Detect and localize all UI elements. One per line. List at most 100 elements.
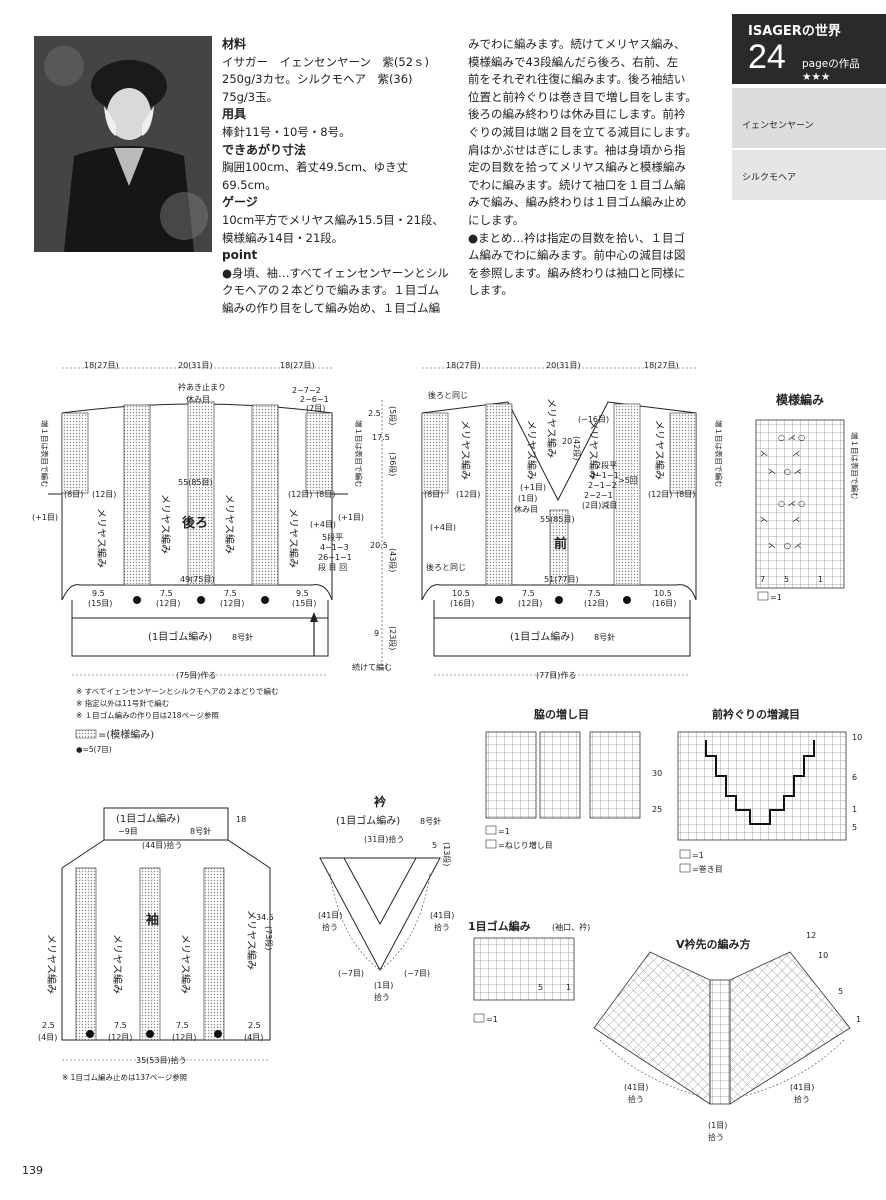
bottom-width: 2.5 [248, 1021, 261, 1030]
yarn-label: イェンセンヤーン [742, 121, 814, 131]
instruction-line: みでわに編みます。続けてメリヤス編み、 [468, 37, 686, 51]
width-label: 20(31目) [178, 361, 213, 370]
inc-rule: 4−1−3 [320, 543, 349, 552]
rib-label: (1目ゴム編み) [116, 812, 180, 825]
dec-label: (−7目) [338, 969, 364, 978]
edge-label: (12目) [456, 490, 480, 499]
rib-label: (1目ゴム編み) [148, 630, 212, 643]
point-line: クモヘアの２本どりで編みます。１目ゴム [222, 283, 440, 298]
edge-label: (8目) [676, 490, 695, 499]
piece-title: 袖 [146, 912, 159, 928]
instruction-line: 模様編みで43段編んだら後ろ、右前、左 [468, 54, 679, 69]
diagram-mark [75, 729, 97, 739]
heading-gauge: ゲージ [222, 195, 258, 210]
needle-label: 8号針 [190, 826, 211, 836]
row-marker: 12 [806, 931, 816, 940]
inc-rule: 段 目 回 [318, 562, 347, 572]
piece-title: 前 [554, 536, 567, 552]
pick-label: 35(53目)拾う [136, 1055, 187, 1065]
diagram-mark [495, 596, 503, 604]
pick-label: (41目) [624, 1083, 648, 1092]
diagram-mark: ⋋ ⋌ [760, 515, 800, 524]
diagram-mark [86, 1030, 94, 1038]
knit-label: メリヤス編み [179, 934, 192, 994]
piece-title: 後ろ [182, 515, 208, 531]
instruction-line: にします。 [468, 212, 525, 227]
gauge-line: 10cm平方でメリヤス編み15.5目・21段、 [222, 212, 444, 227]
dec-label: −9目 [118, 827, 138, 836]
instruction-line: みで編み、編み終わりは１目ゴム編み止め [468, 195, 687, 210]
pick-label: (31目)拾う [364, 834, 404, 844]
same-label: 後ろと同じ [426, 562, 466, 572]
diagram-mark [310, 612, 318, 622]
knit-label: メリヤス編み [223, 494, 236, 554]
tools-line: 棒針11号・10号・8号。 [222, 124, 351, 139]
bottom-stitches: (12目) [518, 599, 542, 608]
continue-label: 続けて編む [352, 662, 392, 672]
instruction-line: を参照します。編み終わりは袖口と同様に [468, 265, 686, 280]
width-label: 18(27目) [446, 361, 481, 370]
heading-material: 材料 [222, 37, 247, 51]
edge-label: (12目) [288, 490, 312, 499]
height-label: 9 [374, 629, 379, 638]
diagram-mark [485, 731, 537, 819]
chart-legend: =巻き目 [692, 864, 723, 874]
side-note: 端１目は表目で編む [714, 420, 724, 488]
cast-label: (75目)作る [176, 670, 216, 680]
instruction-line: 肩はかぶせはぎにします。袖は身頃から指 [468, 142, 686, 157]
diagram-mark [705, 740, 815, 825]
dec-label: (2目)減目 [582, 500, 617, 510]
chart-title: V衿先の編み方 [676, 937, 751, 951]
diagram-mark [555, 596, 563, 604]
needle-label: 8号針 [420, 816, 441, 826]
stitch-count: 51(77目) [544, 575, 579, 584]
model-photo [34, 36, 212, 252]
bottom-width: 7.5 [176, 1021, 189, 1030]
instruction-line: ●まとめ…衿は指定の目数を拾い、１目ゴ [468, 230, 686, 245]
diagram-mark [133, 596, 141, 604]
dec-label: 2−2−1 [584, 491, 613, 500]
bottom-stitches: (4目) [38, 1033, 57, 1042]
pick-label: (44目)拾う [142, 840, 182, 850]
diagram-mark [743, 1039, 845, 1097]
edge-label: (12目) [92, 490, 116, 499]
diagram-mark [139, 867, 161, 1041]
knit-label: メリヤス編み [45, 934, 58, 994]
width-label: 20(31目) [546, 361, 581, 370]
bottom-stitches: (12目) [156, 599, 180, 608]
needle-label: 8号針 [594, 632, 615, 642]
pick-label: (41目) [790, 1083, 814, 1092]
height-rows: (36段) [388, 452, 398, 476]
diagram-mark [755, 419, 845, 589]
diagram-mark [599, 1039, 701, 1097]
diagram-mark [187, 401, 215, 586]
height-label: 18 [236, 815, 246, 824]
front-diagram: 18(27目) 20(31目) 18(27目) (1目ゴム編み) 8号針 (77… [421, 361, 724, 680]
knit-label: メリヤス編み [587, 420, 600, 480]
diagram-mark [343, 857, 417, 926]
sleeve-diagram: (1目ゴム編み) −9目 (44目)拾う 8号針 18 袖 メリヤス編み メリヤ… [38, 807, 274, 1082]
needle-label: 8号針 [232, 632, 253, 642]
diagram-mark [589, 731, 641, 819]
diagram-mark [757, 591, 769, 601]
bottom-width: 7.5 [114, 1021, 127, 1030]
stitch-count: 55(85目) [178, 478, 213, 487]
side-note: 端１目は表目で編む [354, 420, 364, 488]
yarn-label: シルクモヘア [742, 173, 797, 183]
pick-label: 拾う [794, 1094, 810, 1104]
diagram-mark [679, 863, 691, 873]
pick-label: 拾う [434, 922, 450, 932]
dec-label: (−7目) [404, 969, 430, 978]
diagram-mark [539, 731, 581, 819]
chart-num: 1 [818, 575, 823, 584]
pick-label: 拾う [628, 1094, 644, 1104]
knit-label: メリヤス編み [525, 420, 538, 480]
dec-label: 4−1−1 [590, 471, 619, 480]
height-label: 20 [562, 437, 572, 446]
collar-diagram: 衿 (1目ゴム編み) 8号針 (31目)拾う 5 (13段) (41目) 拾う … [318, 794, 454, 1002]
bottom-stitches: (12目) [108, 1033, 132, 1042]
chart-legend: =1 [498, 827, 510, 836]
rib-label: (1目ゴム編み) [510, 630, 574, 643]
row-marker: 25 [652, 805, 662, 814]
